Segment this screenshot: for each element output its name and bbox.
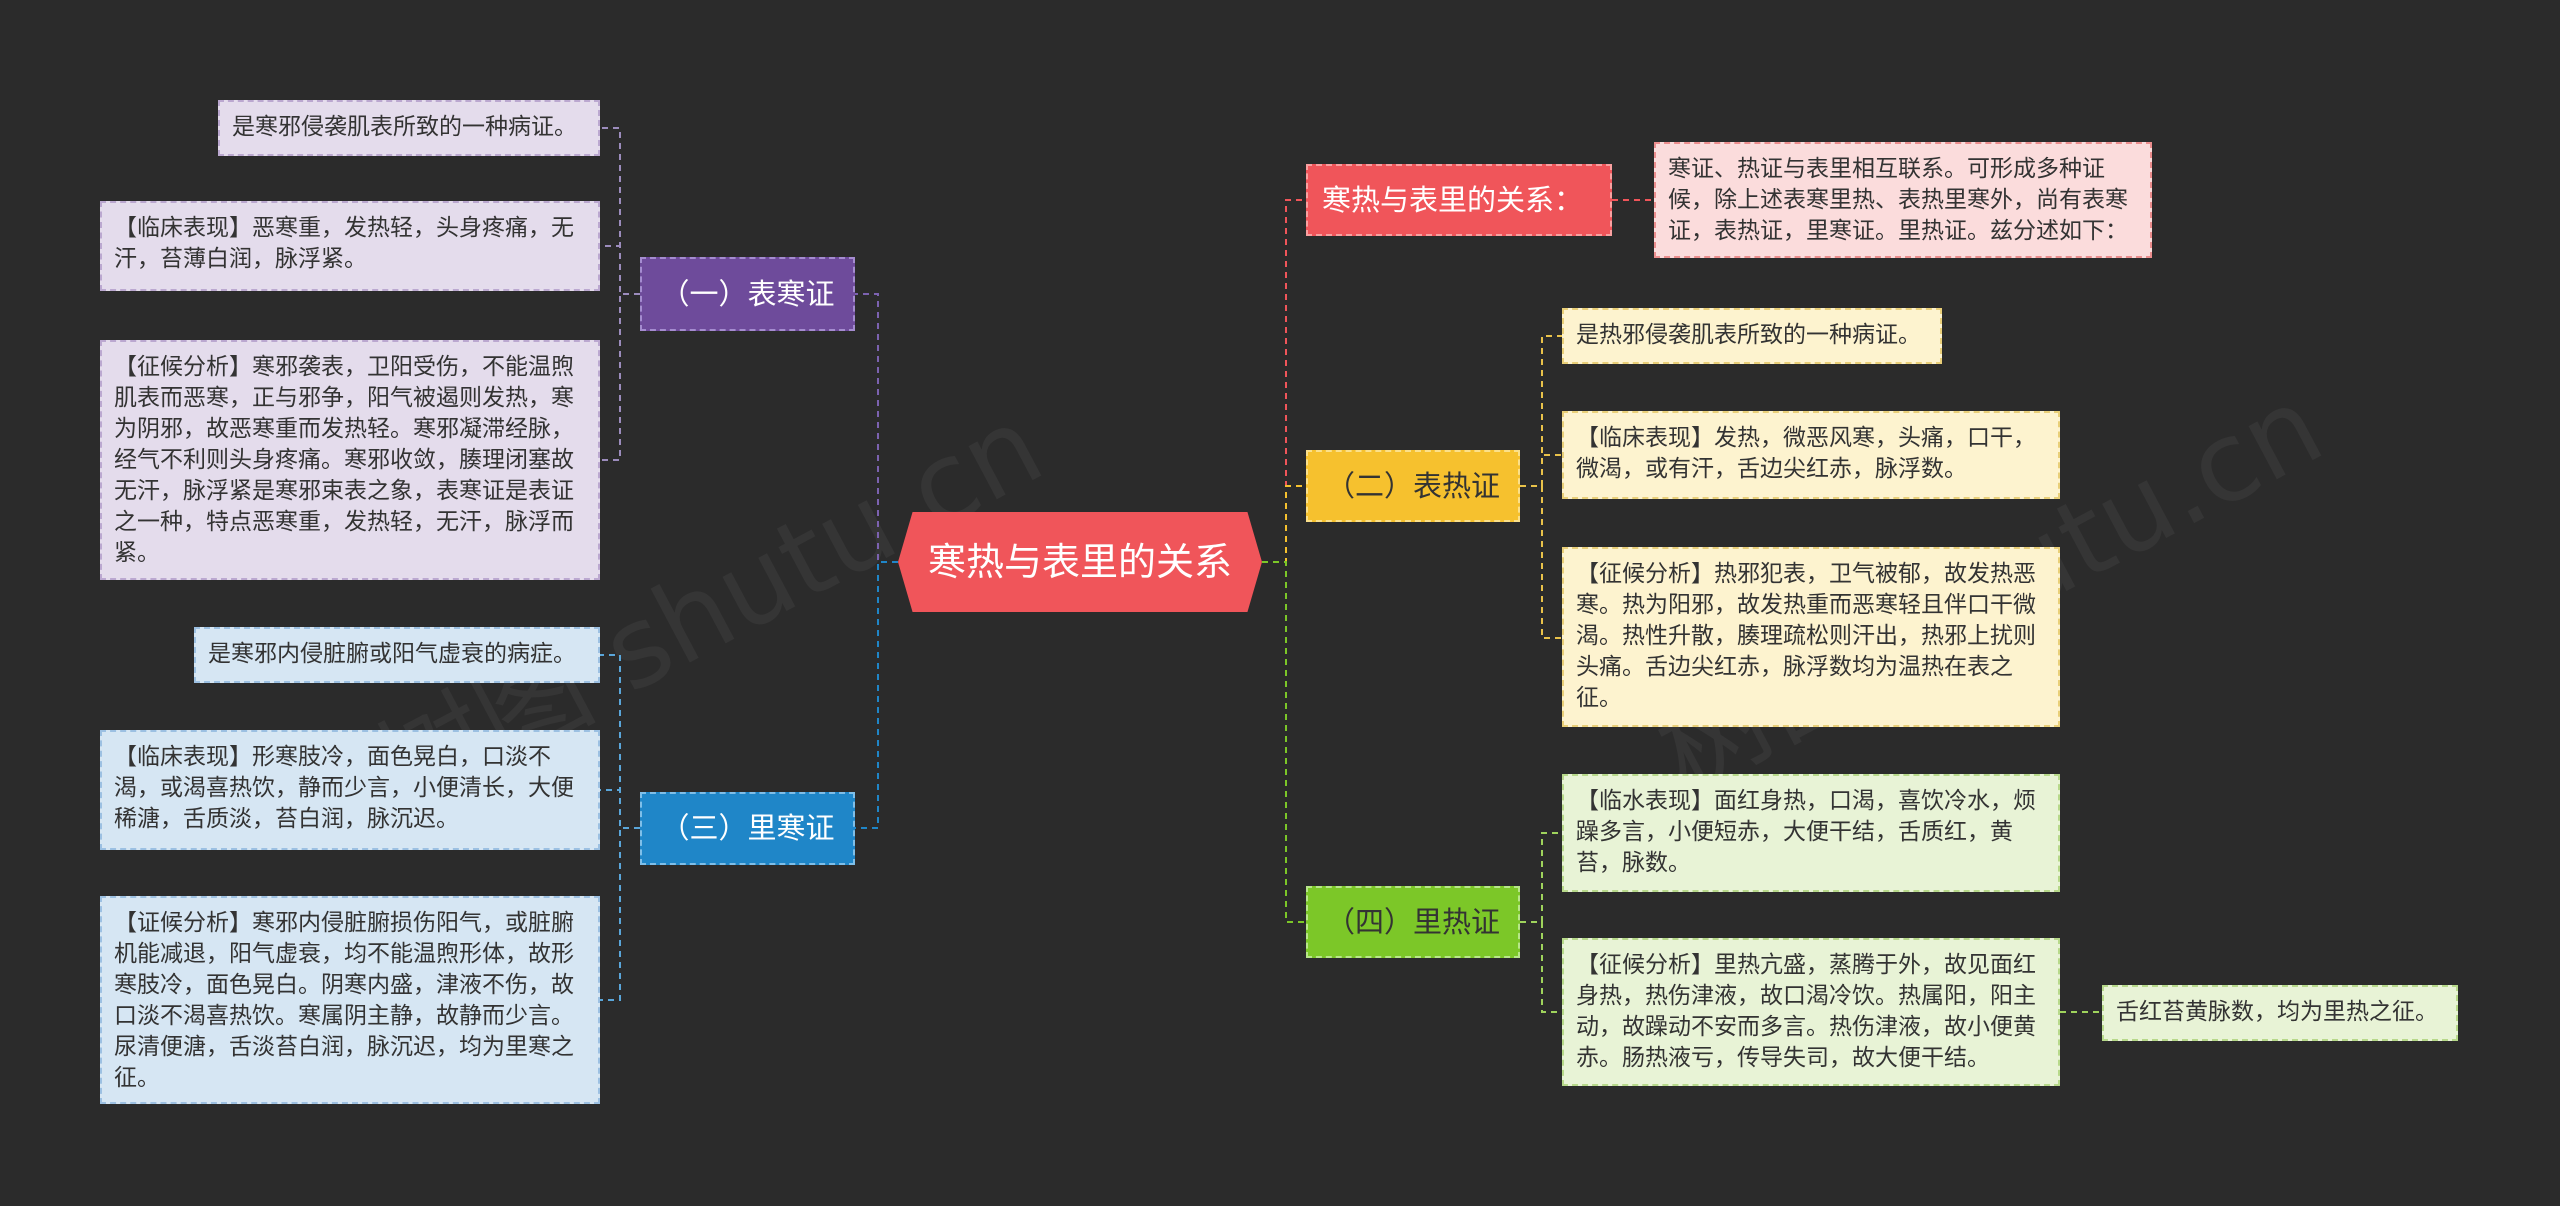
root-topic[interactable]: 寒热与表里的关系 — [898, 512, 1262, 612]
branch-relation-label[interactable]: 寒热与表里的关系： — [1306, 164, 1612, 236]
branch-li-re[interactable]: （四）里热证 — [1306, 886, 1520, 958]
leaf-li-re-clinical[interactable]: 【临水表现】面红身热，口渴，喜饮冷水，烦躁多言，小便短赤，大便干结，舌质红，黄苔… — [1562, 774, 2060, 892]
link-root-b4 — [1262, 485, 1306, 563]
leaf-li-han-analysis[interactable]: 【证候分析】寒邪内侵脏腑损伤阳气，或脏腑机能减退，阳气虚衰，均不能温煦形体，故形… — [100, 896, 600, 1104]
leaf-biao-re-clinical[interactable]: 【临床表现】发热，微恶风寒，头痛，口干，微渴，或有汗，舌边尖红赤，脉浮数。 — [1562, 411, 2060, 499]
link-b4-r4 — [1520, 485, 1562, 639]
leaf-li-han-clinical[interactable]: 【临床表现】形寒肢冷，面色晃白，口淡不渴，或渴喜热饮，静而少言，小便清长，大便稀… — [100, 730, 600, 850]
link-root-b5 — [1262, 561, 1306, 923]
link-b2-l5 — [600, 789, 640, 829]
branch-label: （二）表热证 — [1325, 468, 1500, 503]
leaf-li-re-conclusion[interactable]: 舌红苔黄脉数，均为里热之征。 — [2102, 985, 2458, 1041]
link-b2-l6 — [600, 827, 640, 1001]
branch-li-han[interactable]: （三）里寒证 — [640, 792, 855, 865]
link-b4-r3 — [1520, 454, 1562, 487]
branch-label: 寒热与表里的关系： — [1322, 182, 1584, 217]
branch-label: （四）里热证 — [1325, 904, 1500, 939]
leaf-biao-han-clinical[interactable]: 【临床表现】恶寒重，发热轻，头身疼痛，无汗，苔薄白润，脉浮紧。 — [100, 201, 600, 291]
leaf-li-re-analysis[interactable]: 【征候分析】里热亢盛，蒸腾于外，故见面红身热，热伤津液，故口渴冷饮。热属阳，阳主… — [1562, 938, 2060, 1086]
branch-label: （三）里寒证 — [660, 811, 835, 845]
branch-label: （一）表寒证 — [660, 276, 835, 311]
link-b4-r2 — [1520, 335, 1562, 487]
link-b1-l3 — [600, 293, 640, 461]
leaf-biao-re-definition[interactable]: 是热邪侵袭肌表所致的一种病证。 — [1562, 308, 1942, 364]
leaf-biao-han-definition[interactable]: 是寒邪侵袭肌表所致的一种病证。 — [218, 100, 600, 156]
link-b5-r6 — [1520, 921, 1562, 1013]
link-root-b3 — [1262, 199, 1306, 563]
branch-biao-han[interactable]: （一）表寒证 — [640, 257, 855, 331]
root-label: 寒热与表里的关系 — [927, 539, 1232, 584]
link-b1-l1 — [600, 127, 640, 295]
leaf-li-han-definition[interactable]: 是寒邪内侵脏腑或阳气虚衰的病症。 — [194, 627, 600, 683]
leaf-relation-description[interactable]: 寒证、热证与表里相互联系。可形成多种证候，除上述表寒里热、表热里寒外，尚有表寒证… — [1654, 142, 2152, 258]
leaf-biao-re-analysis[interactable]: 【征候分析】热邪犯表，卫气被郁，故发热恶寒。热为阳邪，故发热重而恶寒轻且伴口干微… — [1562, 547, 2060, 727]
link-b1-l2 — [600, 245, 640, 295]
branch-biao-re[interactable]: （二）表热证 — [1306, 450, 1520, 522]
link-b5-r5 — [1520, 832, 1562, 923]
leaf-biao-han-analysis[interactable]: 【征候分析】寒邪袭表，卫阳受伤，不能温煦肌表而恶寒，正与邪争，阳气被遏则发热，寒… — [100, 340, 600, 580]
